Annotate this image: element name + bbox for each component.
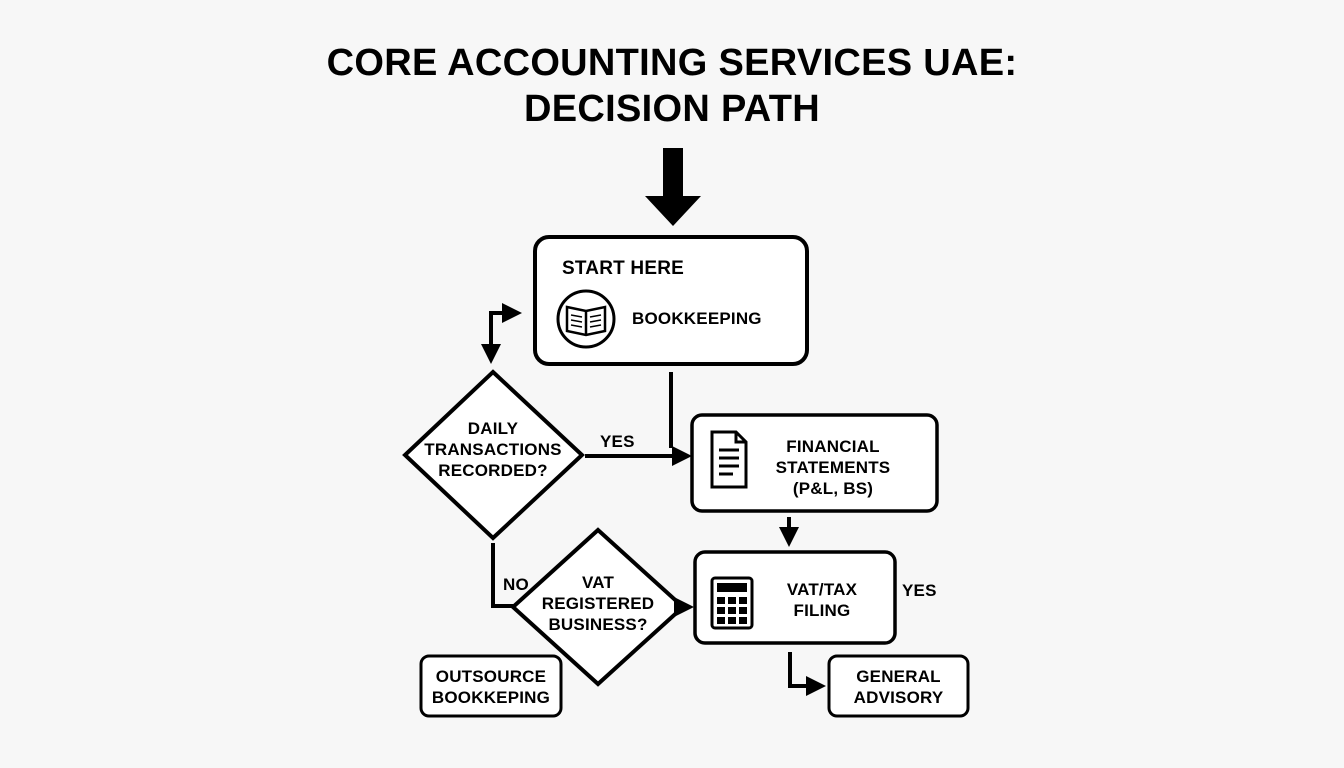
start-heading: START HERE: [562, 258, 684, 279]
no-label-daily: NO: [503, 575, 529, 594]
loop-connector: [481, 303, 522, 364]
no-connector: [491, 543, 520, 608]
advisory-line-1: GENERAL: [856, 667, 941, 686]
advisory-box: [827, 654, 970, 718]
filing-to-advisory-arrow: [788, 652, 826, 696]
vat-filing-label: VAT/TAX FILING: [770, 579, 874, 621]
start-label: BOOKKEEPING: [632, 309, 762, 328]
daily-decision-line-1: DAILY: [467, 419, 519, 438]
vat-decision-line-1: VAT: [581, 573, 615, 592]
daily-transactions-diamond: [402, 369, 585, 541]
outsource-box: [419, 654, 563, 718]
yes-label-daily: YES: [600, 432, 635, 451]
document-icon: [710, 430, 748, 489]
vat-decision-label: VAT REGISTERED BUSINESS?: [528, 572, 668, 635]
financial-statements-line-1: FINANCIAL: [786, 437, 880, 456]
financial-statements-label: FINANCIAL STATEMENTS (P&L, BS): [760, 436, 906, 499]
outsource-label: OUTSOURCE BOOKKEPING: [421, 666, 561, 708]
title-line-1: CORE ACCOUNTING SERVICES UAE:: [326, 42, 1018, 84]
title-line-2: DECISION PATH: [524, 88, 820, 130]
financial-statements-line-2: STATEMENTS: [775, 458, 891, 477]
yes-label-vat: YES: [902, 581, 937, 600]
vat-registered-diamond: [510, 527, 686, 687]
daily-decision-label: DAILY TRANSACTIONS RECORDED?: [413, 418, 573, 481]
book-icon: [556, 289, 616, 349]
financial-statements-box: [690, 413, 939, 513]
vat-filing-line-2: FILING: [793, 601, 851, 620]
daily-decision-line-3: RECORDED?: [438, 461, 548, 480]
financial-statements-line-3: (P&L, BS): [792, 479, 874, 498]
advisory-line-2: ADVISORY: [853, 688, 944, 707]
outsource-line-2: BOOKKEPING: [431, 688, 551, 707]
diagram-title: CORE ACCOUNTING SERVICES UAE: DECISION P…: [0, 40, 1344, 132]
calculator-icon: [710, 576, 754, 630]
daily-decision-line-2: TRANSACTIONS: [424, 440, 562, 459]
advisory-label: GENERAL ADVISORY: [829, 666, 968, 708]
vat-decision-line-3: BUSINESS?: [548, 615, 648, 634]
vat-decision-line-2: REGISTERED: [541, 594, 655, 613]
vat-filing-line-1: VAT/TAX: [786, 580, 858, 599]
outsource-line-1: OUTSOURCE: [435, 667, 547, 686]
entry-arrow: [645, 148, 701, 226]
